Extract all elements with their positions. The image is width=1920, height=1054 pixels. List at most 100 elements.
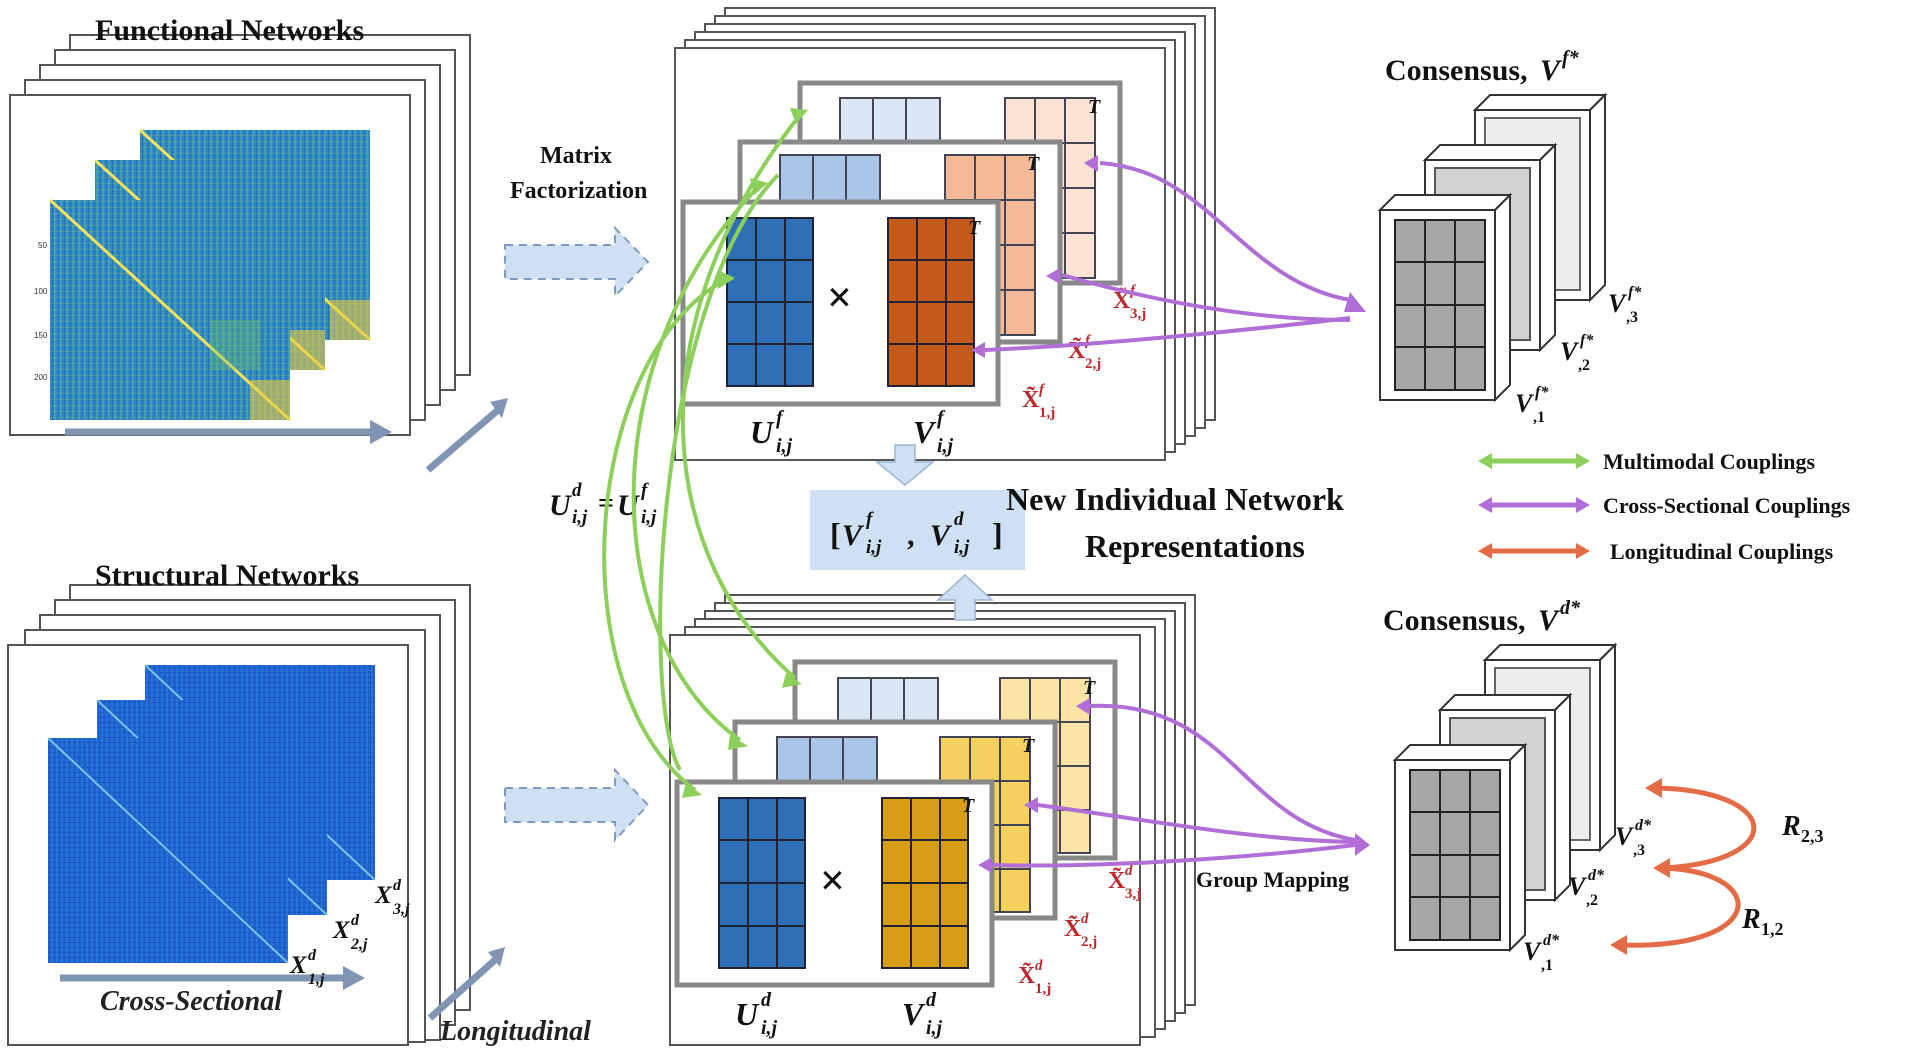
- functional-networks-title: Functional Networks: [95, 14, 364, 47]
- functional-heatmap-1: [48, 198, 292, 422]
- svg-text:,1: ,1: [1541, 957, 1553, 974]
- svg-text:,2: ,2: [1578, 357, 1590, 374]
- svg-text:f: f: [1039, 382, 1046, 398]
- longitudinal-coupling-curves: [1619, 785, 1757, 948]
- functional-network-stack: 50 100 150 200: [9, 34, 508, 473]
- svg-text:d: d: [572, 480, 582, 501]
- v-fstar-2-label: V f* ,2: [1560, 332, 1594, 374]
- structural-networks-title: Structural Networks: [95, 559, 359, 592]
- svg-text:i,j: i,j: [937, 435, 954, 457]
- svg-text:d: d: [308, 947, 317, 964]
- svg-text:U: U: [617, 489, 640, 522]
- x-tilde-d-3-label: X̃ d 3,j: [1108, 863, 1141, 902]
- svg-text:Consensus,: Consensus,: [1383, 604, 1526, 637]
- u-f-2-matrix: [779, 154, 881, 206]
- v-dstar-3-label: V d* ,3: [1615, 817, 1652, 859]
- svg-text:U: U: [735, 996, 760, 1032]
- svg-text:,: ,: [907, 519, 915, 552]
- legend-multimodal: Multimodal Couplings: [1478, 449, 1816, 474]
- concat-box: [810, 490, 1025, 570]
- svg-text:R: R: [1741, 904, 1761, 935]
- svg-text:U: U: [750, 414, 775, 450]
- svg-text:f*: f*: [1562, 47, 1580, 69]
- down-arrow-to-concat: [874, 444, 936, 486]
- svg-text:i,j: i,j: [572, 507, 588, 528]
- svg-text:V: V: [842, 519, 865, 552]
- svg-text:d*: d*: [1635, 817, 1652, 834]
- transpose-t-top-2: T: [1027, 153, 1040, 175]
- consensus-vd-stack: [1392, 642, 1618, 953]
- svg-text:f: f: [937, 407, 946, 429]
- svg-text:i,j: i,j: [761, 1017, 778, 1039]
- structural-heatmap-1: [47, 737, 289, 964]
- legend-longitudinal: Longitudinal Couplings: [1478, 539, 1834, 564]
- x-tilde-f-3-label: X̃ f 3,j: [1113, 283, 1146, 322]
- cross-sectional-arrowheads: [971, 155, 1370, 873]
- consensus-vd-title: Consensus, V d*: [1383, 597, 1581, 637]
- legend-cross-sectional-label: Cross-Sectional Couplings: [1603, 493, 1851, 518]
- factorization-label: Factorization: [510, 178, 647, 204]
- consensus-vf-stack: [1377, 92, 1608, 403]
- consensus-vd-1: [1392, 742, 1528, 953]
- svg-text:V: V: [1568, 872, 1588, 901]
- svg-text:i,j: i,j: [641, 507, 657, 528]
- x-tilde-d-1-label: X̃ d 1,j: [1018, 958, 1051, 997]
- svg-text:3,j: 3,j: [1130, 306, 1146, 322]
- v-d-label: V d i,j: [902, 989, 943, 1039]
- r23-label: R 2,3: [1781, 811, 1824, 846]
- consensus-vf-title: Consensus, V f*: [1385, 47, 1580, 87]
- u-f-label: U f i,j: [750, 407, 793, 457]
- v-d-1-matrix: [881, 797, 969, 969]
- svg-text:X̃: X̃: [1018, 963, 1036, 989]
- svg-text:V: V: [1615, 822, 1635, 851]
- u-d-2-matrix: [776, 736, 878, 786]
- svg-text:,1: ,1: [1533, 409, 1545, 426]
- new-representation-line1: New Individual Network: [1006, 481, 1344, 517]
- svg-text:d: d: [351, 912, 360, 929]
- svg-text:i,j: i,j: [866, 537, 882, 558]
- transpose-t-bottom-3: T: [1083, 677, 1096, 699]
- times-symbol-top: ×: [827, 273, 852, 322]
- svg-text:d: d: [954, 509, 964, 530]
- new-representation-line2: Representations: [1085, 528, 1305, 564]
- heatmap-tick-f1: 50: [38, 241, 47, 250]
- svg-text:3,j: 3,j: [392, 901, 410, 918]
- svg-text:3,j: 3,j: [1125, 886, 1141, 902]
- svg-text:2,3: 2,3: [1801, 826, 1824, 846]
- transpose-t-bottom-1: T: [962, 795, 975, 817]
- u-d-3-matrix: [837, 677, 939, 727]
- svg-text:f: f: [866, 509, 874, 530]
- cross-sectional-coupling-curves: [984, 161, 1356, 868]
- x-tilde-d-2-label: X̃ d 2,j: [1064, 911, 1097, 950]
- transpose-t-top-3: T: [1088, 96, 1101, 118]
- legend-longitudinal-label: Longitudinal Couplings: [1610, 539, 1834, 564]
- svg-text:X̃: X̃: [1108, 868, 1126, 894]
- v-dstar-2-label: V d* ,2: [1568, 867, 1605, 909]
- svg-text:V: V: [913, 414, 937, 450]
- svg-text:X̃: X̃: [1113, 288, 1131, 314]
- svg-text:1,j: 1,j: [308, 971, 325, 988]
- cross-sectional-label: Cross-Sectional: [100, 986, 282, 1017]
- svg-text:i,j: i,j: [926, 1017, 943, 1039]
- legend: Multimodal Couplings Cross-Sectional Cou…: [1478, 449, 1851, 564]
- u-f-1-matrix: [726, 217, 814, 387]
- svg-text:Consensus,: Consensus,: [1385, 54, 1528, 87]
- legend-multimodal-label: Multimodal Couplings: [1603, 449, 1816, 474]
- v-f-label: V f i,j: [913, 407, 954, 457]
- svg-text:V: V: [1538, 604, 1561, 637]
- factorization-arrow-top: [504, 225, 650, 299]
- u-d-label: U d i,j: [735, 989, 778, 1039]
- transpose-t-bottom-2: T: [1022, 735, 1035, 757]
- x-d-label-3: X d 3,j: [374, 877, 410, 918]
- x-d-label-1: X d 1,j: [289, 947, 325, 988]
- transpose-t-top-1: T: [968, 217, 981, 239]
- svg-text:2,j: 2,j: [1081, 934, 1097, 950]
- u-d-1-matrix: [718, 797, 806, 969]
- svg-text:V: V: [1540, 54, 1563, 87]
- v-fstar-3-label: V f* ,3: [1608, 284, 1642, 326]
- times-symbol-bottom: ×: [820, 856, 845, 905]
- svg-text:X̃: X̃: [1022, 387, 1040, 413]
- svg-text:d: d: [761, 989, 772, 1011]
- legend-cross-sectional: Cross-Sectional Couplings: [1478, 493, 1851, 518]
- svg-text:d: d: [1125, 863, 1133, 879]
